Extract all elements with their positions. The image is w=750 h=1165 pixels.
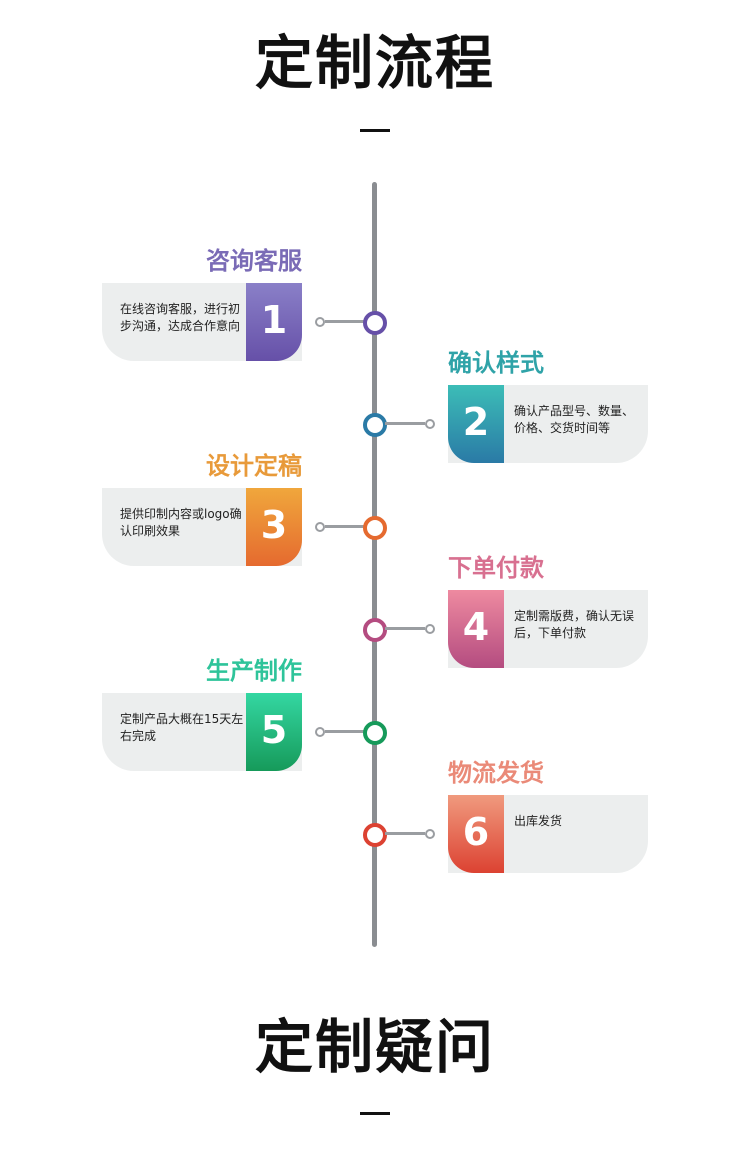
faq-title-underline	[360, 1112, 390, 1115]
step-description: 出库发货	[514, 814, 563, 828]
connector-dot	[315, 727, 325, 737]
timeline-node	[363, 413, 387, 437]
step-3: 设计定稿 提供印制内容或logo确认印刷效果 3	[0, 449, 750, 579]
timeline-node	[363, 311, 387, 335]
step-4: 下单付款 4 定制需版费，确认无误后，下单付款	[0, 551, 750, 681]
step-title: 设计定稿	[206, 452, 302, 480]
step-title: 物流发货	[448, 759, 544, 787]
step-description: 定制产品大概在15天左右完成	[120, 712, 244, 743]
timeline-node	[363, 618, 387, 642]
step-number-badge: 6	[448, 795, 504, 873]
step-number-badge: 1	[246, 283, 302, 361]
title-underline	[360, 129, 390, 132]
step-description: 提供印制内容或logo确认印刷效果	[120, 507, 242, 538]
step-card: 提供印制内容或logo确认印刷效果 3	[102, 488, 302, 566]
step-card: 2 确认产品型号、数量、价格、交货时间等	[448, 385, 648, 463]
step-title: 下单付款	[448, 554, 544, 582]
timeline-node	[363, 516, 387, 540]
connector-dot	[425, 419, 435, 429]
step-card: 6 出库发货	[448, 795, 648, 873]
step-5: 生产制作 定制产品大概在15天左右完成 5	[0, 654, 750, 784]
step-2: 确认样式 2 确认产品型号、数量、价格、交货时间等	[0, 346, 750, 476]
connector-line	[385, 627, 425, 630]
step-card: 4 定制需版费，确认无误后，下单付款	[448, 590, 648, 668]
step-6: 物流发货 6 出库发货	[0, 756, 750, 886]
connector-line	[325, 730, 365, 733]
step-number-badge: 2	[448, 385, 504, 463]
step-card: 定制产品大概在15天左右完成 5	[102, 693, 302, 771]
timeline-line	[372, 182, 377, 947]
step-number-badge: 3	[246, 488, 302, 566]
step-description: 定制需版费，确认无误后，下单付款	[514, 609, 635, 640]
timeline-node	[363, 823, 387, 847]
faq-title: 定制疑问	[254, 1013, 495, 1081]
step-title: 确认样式	[448, 349, 544, 377]
step-description: 确认产品型号、数量、价格、交货时间等	[514, 404, 635, 435]
connector-dot	[315, 317, 325, 327]
step-title: 咨询客服	[206, 247, 302, 275]
connector-line	[385, 832, 425, 835]
step-number-badge: 5	[246, 693, 302, 771]
step-card: 在线咨询客服，进行初步沟通，达成合作意向 1	[102, 283, 302, 361]
connector-dot	[315, 522, 325, 532]
connector-line	[325, 320, 365, 323]
process-title: 定制流程	[254, 29, 495, 97]
connector-dot	[425, 829, 435, 839]
connector-line	[325, 525, 365, 528]
step-1: 咨询客服 在线咨询客服，进行初步沟通，达成合作意向 1	[0, 244, 750, 374]
step-description: 在线咨询客服，进行初步沟通，达成合作意向	[120, 302, 241, 333]
connector-dot	[425, 624, 435, 634]
timeline-node	[363, 721, 387, 745]
step-title: 生产制作	[206, 657, 302, 685]
step-number-badge: 4	[448, 590, 504, 668]
connector-line	[385, 422, 425, 425]
